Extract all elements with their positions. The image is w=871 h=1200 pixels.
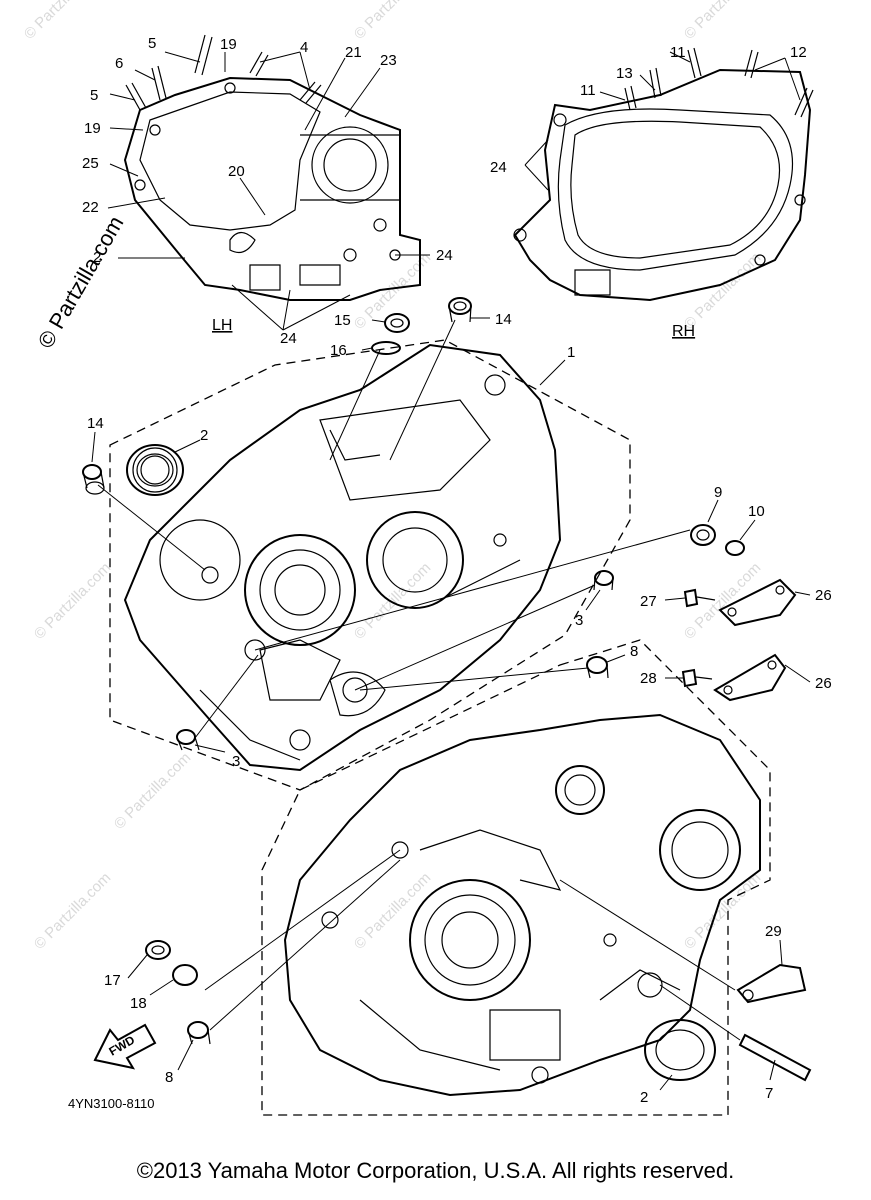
callout-6: 6 (115, 55, 123, 72)
figure-code: 4YN3100-8110 (68, 1096, 155, 1111)
o-ring-16 (371, 341, 401, 355)
dowel-pin-14-left (82, 464, 105, 495)
leader-lines (91, 51, 811, 1091)
watermark: © Partzilla.com (351, 869, 434, 952)
callout-2-upper: 2 (93, 249, 101, 266)
callout-1: 1 (567, 344, 575, 361)
oil-seal-2-left (126, 444, 184, 496)
callout-15: 15 (334, 312, 351, 329)
lh-crankcase (123, 343, 562, 772)
callout-26-upper: 26 (815, 587, 832, 604)
watermark: © Partzilla.com (111, 749, 194, 832)
side-watermark: © Partzilla.com (33, 212, 129, 353)
callout-8-right: 8 (630, 643, 638, 660)
dowel-pin-14-top (448, 297, 472, 323)
watermark: © Partzilla.com (681, 0, 764, 43)
callout-19-lower: 19 (84, 120, 101, 137)
plate-26-lower (713, 653, 787, 702)
watermarks: © Partzilla.com © Partzilla.com © Partzi… (21, 0, 764, 953)
rh-assembly-boundary (261, 639, 771, 1116)
o-ring-10 (725, 540, 745, 556)
o-ring-18 (172, 964, 198, 986)
collar-17 (145, 940, 171, 960)
lh-label: LH (212, 317, 232, 334)
watermark: © Partzilla.com (31, 559, 114, 642)
rh-crankcase (283, 713, 761, 1097)
callout-9: 9 (714, 484, 722, 501)
watermark: © Partzilla.com (351, 559, 434, 642)
dowel-pin-8-left (187, 1021, 211, 1045)
rh-case-face (513, 47, 814, 302)
callout-25: 25 (82, 155, 99, 172)
screw-27 (683, 588, 716, 608)
callout-4: 4 (300, 39, 308, 56)
callout-2-left: 2 (200, 427, 208, 444)
dowel-pin-3-left (176, 729, 200, 751)
callout-11-upper: 11 (670, 44, 686, 61)
oil-seal-2-bottom (644, 1019, 716, 1081)
collar-15 (384, 313, 410, 333)
callout-5-lower: 5 (90, 87, 98, 104)
callout-10: 10 (748, 503, 765, 520)
lh-case-face (123, 34, 421, 301)
collar-9 (690, 524, 716, 546)
rh-label: RH (672, 323, 695, 340)
callout-20: 20 (228, 163, 245, 180)
callout-2-bottom: 2 (640, 1089, 648, 1106)
callout-21: 21 (345, 44, 362, 61)
callout-14-top: 14 (495, 311, 512, 328)
watermark: © Partzilla.com (21, 0, 104, 43)
callout-19-upper: 19 (220, 36, 237, 53)
callout-28: 28 (640, 670, 657, 687)
callout-22: 22 (82, 199, 99, 216)
watermark: © Partzilla.com (351, 0, 434, 43)
callout-13: 13 (616, 65, 633, 82)
callout-5-upper: 5 (148, 35, 156, 52)
forward-arrow-icon: FWD (93, 1023, 157, 1070)
stud-bolt-7 (738, 1033, 812, 1082)
callout-24-right: 24 (436, 247, 453, 264)
copyright-notice: ©2013 Yamaha Motor Corporation, U.S.A. A… (136, 1158, 735, 1183)
lh-assembly-boundary (109, 339, 631, 791)
screw-28 (681, 668, 713, 688)
dowel-pin-8-right (586, 656, 609, 679)
stopper-29 (736, 963, 807, 1004)
callout-16: 16 (330, 342, 347, 359)
callout-27: 27 (640, 593, 657, 610)
callouts: 5 19 4 6 21 23 5 19 25 20 22 2 24 24 11 … (82, 35, 832, 1106)
callout-29: 29 (765, 923, 782, 940)
dowel-pin-3-right (593, 570, 614, 591)
callout-7: 7 (765, 1085, 773, 1102)
callout-8-left: 8 (165, 1069, 173, 1086)
callout-24-bottom: 24 (280, 330, 297, 347)
watermark: © Partzilla.com (681, 559, 764, 642)
watermark: © Partzilla.com (31, 869, 114, 952)
callout-23: 23 (380, 52, 397, 69)
callout-3-left: 3 (232, 753, 240, 770)
callout-18: 18 (130, 995, 147, 1012)
callout-26-lower: 26 (815, 675, 832, 692)
plate-26-upper (718, 578, 797, 627)
callout-3-right: 3 (575, 612, 583, 629)
callout-12: 12 (790, 44, 807, 61)
callout-24-rh: 24 (490, 159, 507, 176)
callout-17: 17 (104, 972, 121, 989)
callout-14-left: 14 (87, 415, 104, 432)
callout-11-lower: 11 (580, 82, 596, 99)
